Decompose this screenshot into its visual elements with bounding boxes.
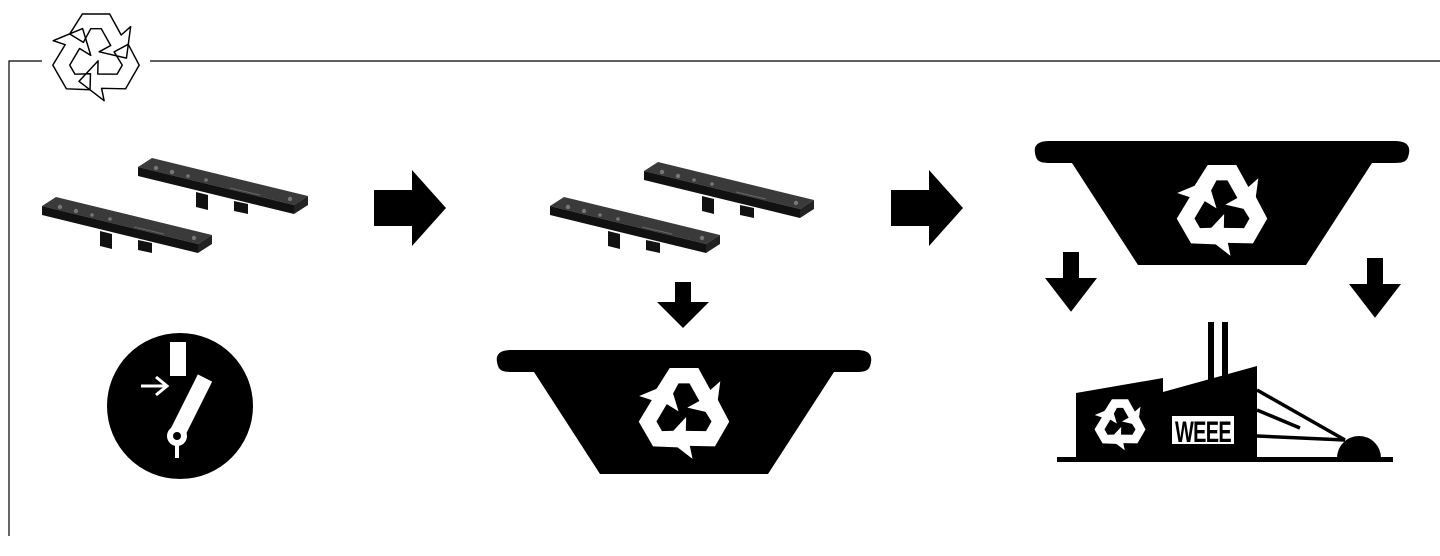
recycle-bin-icon [1034, 141, 1410, 265]
recycle-bin-icon [496, 350, 872, 474]
rail-pair-left [41, 157, 309, 254]
mounting-rail-icon [643, 161, 815, 219]
arrow-down-left [1045, 252, 1097, 312]
disconnect-switch-icon [107, 333, 253, 479]
weee-label: WEEE [1175, 416, 1231, 449]
arrow-right-2 [891, 170, 963, 246]
arrow-down-middle [657, 282, 709, 328]
arrow-right-1 [374, 170, 446, 246]
page-frame [8, 60, 1440, 536]
weee-factory-icon: WEEE [1057, 322, 1393, 462]
rail-pair-middle [549, 161, 815, 254]
arrow-down-right [1349, 258, 1401, 318]
recycle-outline-icon [41, 13, 147, 108]
mounting-rail-icon [549, 196, 721, 254]
mounting-rail-icon [41, 196, 213, 254]
mounting-rail-icon [137, 157, 309, 215]
